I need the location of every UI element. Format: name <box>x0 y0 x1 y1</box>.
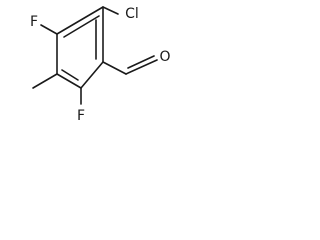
bond-ring-to-aldehyde-carbon <box>102 61 127 75</box>
bond-to-top-fluorine <box>40 24 58 35</box>
chlorine-label: Cl <box>125 6 139 22</box>
fluorine-bottom-label: F <box>77 108 85 124</box>
bond-to-methyl <box>32 73 58 89</box>
aldehyde-double-bond-inner <box>127 55 155 69</box>
ring-bond-bottom-right <box>80 61 104 89</box>
ring-bond-top <box>56 6 104 35</box>
ring-bond-bottom-left <box>56 73 82 89</box>
benzene-ring <box>56 6 104 89</box>
ring-double-bond-top <box>63 15 100 38</box>
ring-double-bond-lower-left <box>61 69 79 81</box>
structure-diagram: F Cl O F <box>30 6 171 124</box>
fluorine-top-label: F <box>30 14 38 30</box>
bond-to-chlorine <box>102 6 119 15</box>
aldehyde-double-bond-outer <box>125 59 158 75</box>
oxygen-label: O <box>159 49 170 65</box>
